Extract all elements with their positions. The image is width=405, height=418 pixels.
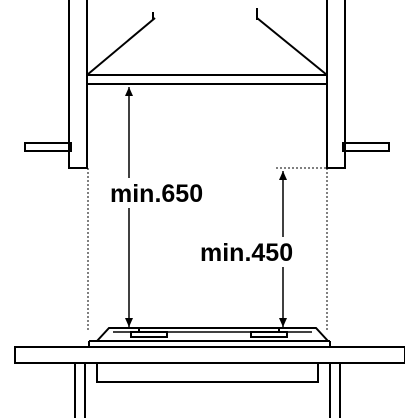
- left-cabinet-handle: [24, 142, 72, 152]
- hood-right-slope: [256, 17, 328, 76]
- hood-clearance-label-bg: [107, 178, 223, 208]
- wall-cabinets: [24, 0, 390, 169]
- countertop: [14, 341, 405, 364]
- extension-lines: [87, 167, 328, 332]
- cooktop-glass-outline: [96, 327, 329, 342]
- left-wall-cabinet: [68, 0, 88, 169]
- hood-clearance-label: min.650: [110, 180, 203, 208]
- hood-bottom-panel: [86, 74, 328, 85]
- cooktop: [89, 327, 330, 342]
- right-burner-support: [250, 331, 288, 338]
- hood-left-slope: [86, 17, 156, 76]
- base-cabinets: [74, 362, 341, 418]
- countertop-slab: [14, 346, 405, 364]
- right-cabinet-handle: [342, 142, 390, 152]
- right-wall-cabinet: [326, 0, 346, 169]
- left-burner-support: [130, 331, 168, 338]
- range-hood: [86, 8, 328, 85]
- wall-clearance-label: min.450: [200, 239, 293, 267]
- wall-clearance-label-bg: [198, 237, 316, 267]
- cooktop-underside-box: [96, 362, 319, 383]
